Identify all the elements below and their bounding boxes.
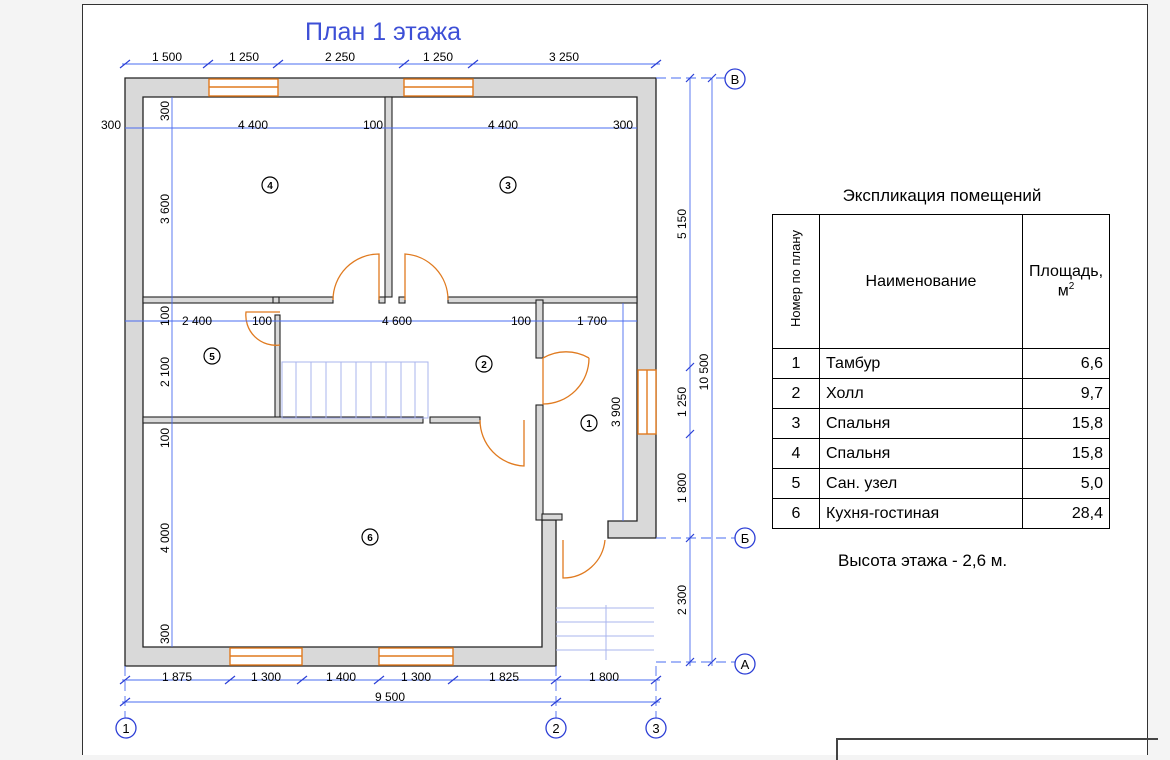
header-number-cell: Номер по плану	[772, 214, 820, 349]
row-num: 2	[772, 378, 820, 409]
room-marker-1: 1	[586, 419, 592, 430]
dim-right-2: 1 250	[675, 387, 689, 417]
row-name: Сан. узел	[819, 468, 1023, 499]
row-name: Тамбур	[819, 348, 1023, 379]
axis-label-2: 2	[552, 721, 559, 736]
header-number: Номер по плану	[788, 230, 803, 328]
room-marker-5: 5	[209, 352, 215, 363]
dim-top-3: 2 250	[325, 50, 355, 64]
header-area: Площадь, м	[1028, 262, 1104, 300]
dim-room4-height: 3 600	[158, 194, 172, 224]
dim-bottom-2: 1 300	[251, 670, 281, 684]
room-marker-circles	[203, 176, 598, 546]
dim-wall-left: 300	[101, 118, 121, 132]
dim-top-5: 3 250	[549, 50, 579, 64]
dim-room5-width: 2 400	[182, 314, 212, 328]
row-num: 5	[772, 468, 820, 499]
header-area-cell: Площадь, м2	[1022, 214, 1110, 349]
dim-room1-width: 1 700	[577, 314, 607, 328]
dim-hall-wall-right: 100	[511, 314, 531, 328]
dim-room6-height: 4 000	[158, 523, 172, 553]
room-marker-2: 2	[481, 360, 487, 371]
outer-walls	[124, 77, 657, 667]
explication-title: Экспликация помещений	[842, 186, 1042, 205]
dim-top-4: 1 250	[423, 50, 453, 64]
floor-height-note: Высота этажа - 2,6 м.	[838, 551, 1008, 570]
dimension-ticks	[119, 59, 717, 707]
row-num: 3	[772, 408, 820, 439]
dim-room6-wall-top: 100	[158, 428, 172, 448]
plan-title: План 1 этажа	[305, 18, 461, 46]
row-name: Спальня	[819, 408, 1023, 439]
row-num: 1	[772, 348, 820, 379]
row-name: Кухня-гостиная	[819, 498, 1023, 529]
row-name: Холл	[819, 378, 1023, 409]
dim-room6-wall-bottom: 300	[158, 624, 172, 644]
row-area: 6,6	[1022, 348, 1110, 379]
dim-bottom-6: 1 800	[589, 670, 619, 684]
axis-label-a: А	[741, 657, 750, 672]
dim-bottom-total: 9 500	[375, 690, 405, 704]
dim-right-1: 5 150	[675, 209, 689, 239]
inner-walls	[142, 96, 638, 521]
dim-room5-wall-right: 100	[252, 314, 272, 328]
dim-top-1: 1 500	[152, 50, 182, 64]
header-area-sup: 2	[1068, 280, 1075, 292]
header-name: Наименование	[819, 214, 1023, 349]
row-num: 6	[772, 498, 820, 529]
row-area: 5,0	[1022, 468, 1110, 499]
row-area: 15,8	[1022, 408, 1110, 439]
dim-right-3: 1 800	[675, 473, 689, 503]
row-name: Спальня	[819, 438, 1023, 469]
axis-bubbles	[115, 68, 756, 739]
room-marker-3: 3	[505, 181, 511, 192]
doors	[245, 253, 606, 579]
dim-room3-width: 4 400	[488, 118, 518, 132]
row-area: 9,7	[1022, 378, 1110, 409]
axis-label-3: 3	[652, 721, 659, 736]
row-num: 4	[772, 438, 820, 469]
dim-top-2: 1 250	[229, 50, 259, 64]
table-header-row: Номер по плану Наименование Площадь, м2	[772, 214, 1110, 349]
row-area: 28,4	[1022, 498, 1110, 529]
room-marker-4: 4	[267, 181, 273, 192]
dim-right-total: 10 500	[697, 353, 711, 390]
dim-room4-wall-top: 300	[158, 101, 172, 121]
row-area: 15,8	[1022, 438, 1110, 469]
dim-room5-height: 2 100	[158, 357, 172, 387]
axis-label-v: В	[731, 72, 740, 87]
dim-bottom-4: 1 300	[401, 670, 431, 684]
axis-label-1: 1	[122, 721, 129, 736]
stairs	[281, 361, 654, 660]
dim-bottom-5: 1 825	[489, 670, 519, 684]
dim-right-4: 2 300	[675, 585, 689, 615]
title-block-corner	[836, 738, 1158, 760]
dim-wall-right: 300	[613, 118, 633, 132]
dim-room1-height: 3 900	[609, 397, 623, 427]
dim-bottom-3: 1 400	[326, 670, 356, 684]
room-explication: Экспликация помещений Номер по плану Наи…	[772, 186, 1112, 529]
dim-wall-mid: 100	[363, 118, 383, 132]
dim-room5-wall-top: 100	[158, 306, 172, 326]
dim-hall-width: 4 600	[382, 314, 412, 328]
windows	[208, 78, 657, 666]
dim-bottom-1: 1 875	[162, 670, 192, 684]
dimension-lines	[122, 63, 735, 718]
room-marker-6: 6	[367, 533, 373, 544]
axis-label-b: Б	[741, 531, 750, 546]
dim-room4-width: 4 400	[238, 118, 268, 132]
explication-table: Номер по плану Наименование Площадь, м2 …	[772, 214, 1110, 529]
